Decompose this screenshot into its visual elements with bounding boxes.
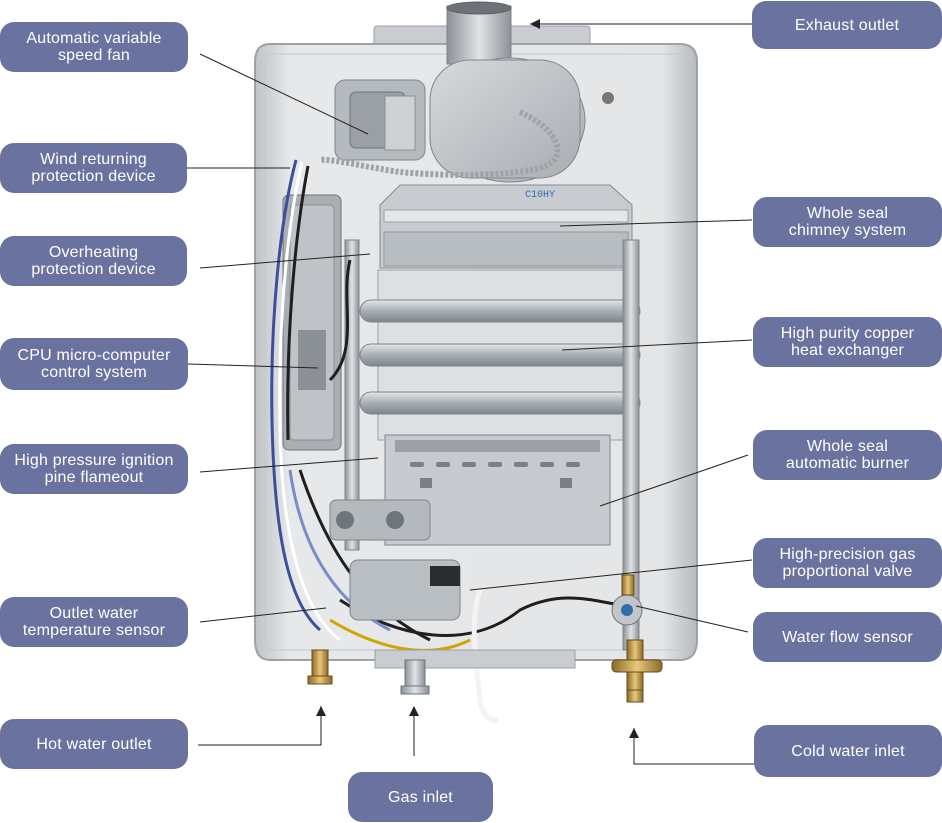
leader-burner <box>599 454 749 507</box>
label-cold-water-inlet: Cold water inlet <box>754 725 942 777</box>
leader-cold <box>633 728 754 765</box>
arrowheads <box>316 19 639 738</box>
leader-gasvalve <box>469 559 753 591</box>
burner <box>329 434 611 546</box>
label-whole-seal-chimney: Whole seal chimney system <box>753 197 942 247</box>
exhaust-pipe <box>446 1 512 65</box>
leader-ignition <box>199 457 379 473</box>
leader-chimney <box>559 219 753 227</box>
leader-copper <box>561 339 753 351</box>
control-box <box>282 194 342 451</box>
leader-flow <box>635 605 749 633</box>
label-overheating: Overheating protection device <box>0 236 187 286</box>
label-hot-water-outlet: Hot water outlet <box>0 719 188 769</box>
leader-cpu <box>187 363 319 369</box>
arrowhead-cold <box>629 728 639 738</box>
hot-water-fitting <box>307 649 333 685</box>
label-whole-seal-burner: Whole seal automatic burner <box>753 430 942 480</box>
label-cpu-control: CPU micro-computer control system <box>0 338 188 390</box>
label-outlet-water-sensor: Outlet water temperature sensor <box>0 597 188 647</box>
svg-text:C10HY: C10HY <box>525 190 555 201</box>
label-exhaust-outlet: Exhaust outlet <box>752 1 942 49</box>
leader-hot <box>198 706 322 746</box>
label-wind-returning: Wind returning protection device <box>0 143 187 193</box>
arrowhead-exhaust <box>530 19 540 29</box>
label-ignition-flameout: High pressure ignition pine flameout <box>0 444 188 494</box>
leader-fan <box>199 53 369 135</box>
leader-outlet-sensor <box>199 607 327 623</box>
gas-fitting <box>400 659 430 695</box>
cold-water-fitting <box>611 639 663 703</box>
leader-lines <box>185 23 754 765</box>
fan-assembly <box>319 57 614 183</box>
chimney-hood: C10HY <box>379 184 633 269</box>
leader-overheat <box>199 253 371 269</box>
label-copper-heat-exchanger: High purity copper heat exchanger <box>753 317 942 367</box>
label-automatic-fan: Automatic variable speed fan <box>0 22 188 72</box>
flow-sensor <box>611 574 643 626</box>
label-water-flow-sensor: Water flow sensor <box>753 612 942 662</box>
label-gas-inlet: Gas inlet <box>348 772 493 822</box>
arrowhead-gas <box>409 706 419 716</box>
label-gas-proportional-valve: High-precision gas proportional valve <box>753 538 942 588</box>
arrowhead-hot <box>316 706 326 716</box>
heat-exchanger <box>344 239 641 651</box>
gas-valve <box>349 559 461 621</box>
